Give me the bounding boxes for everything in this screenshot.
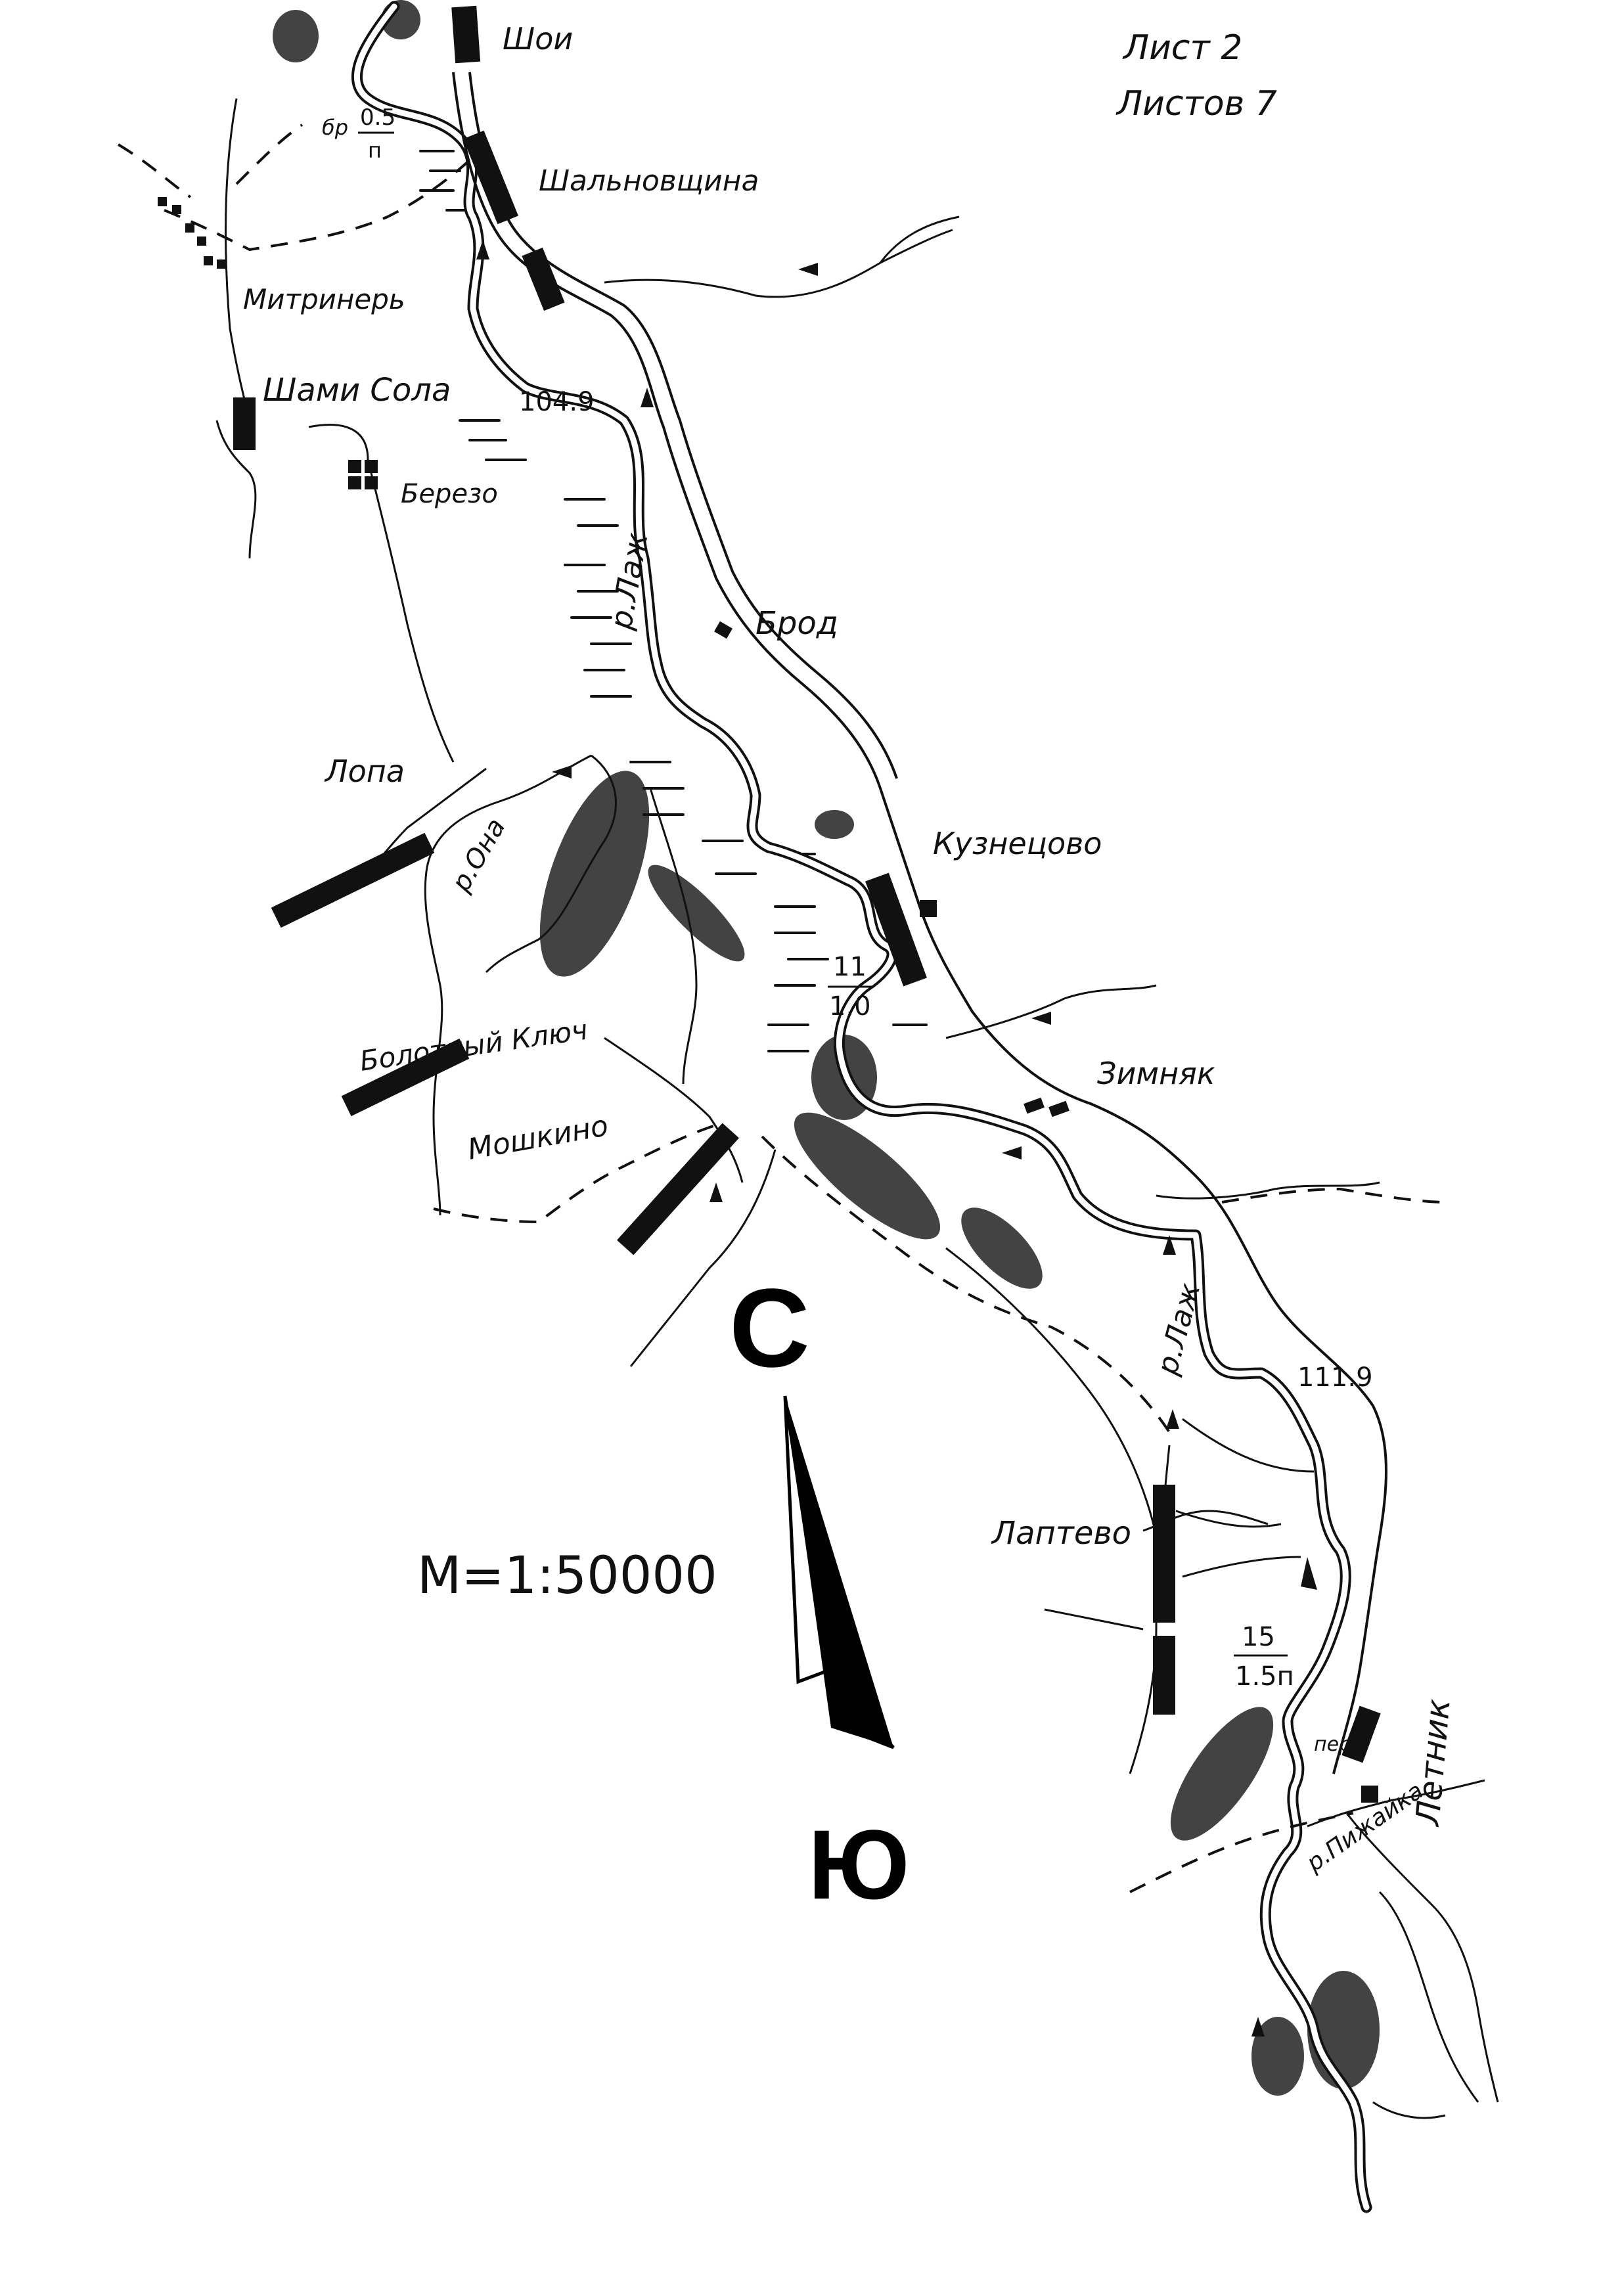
label-river-ona: р.Она <box>445 813 511 897</box>
sheet-number: Лист 2 <box>1122 28 1242 68</box>
label-shalnovshchina: Шальновщина <box>539 164 759 198</box>
forest-patch <box>961 1207 1043 1289</box>
label-bolotny-klyuch: Болотный Ключ <box>358 1014 590 1077</box>
forest-patch <box>1170 1707 1274 1841</box>
compass-south-letter: Ю <box>808 1809 910 1920</box>
label-berezo: Березо <box>401 479 498 509</box>
compass-north-letter: С <box>729 1266 810 1391</box>
map-scale: M=1:50000 <box>417 1546 717 1606</box>
elevation-111-9: 111.9 <box>1297 1362 1373 1393</box>
forest-patch <box>794 1112 941 1240</box>
ford-depth: п <box>368 138 382 163</box>
river-ona-line <box>424 754 592 1216</box>
tracks <box>117 124 1446 1893</box>
settlement-blocks <box>158 5 1381 1803</box>
label-lopa: Лопа <box>324 754 405 789</box>
label-mitrinyer: Митринерь <box>243 283 405 315</box>
label-kuznetsovo: Кузнецово <box>933 826 1102 861</box>
forest-patch <box>815 810 854 839</box>
sheet-total: Листов 7 <box>1115 84 1277 124</box>
label-shoi: Шои <box>503 21 573 56</box>
compass-arrow <box>783 1395 895 1749</box>
label-brod: Брод <box>755 605 838 642</box>
label-letnik: Летник <box>1408 1698 1458 1828</box>
forest-patch <box>539 771 650 977</box>
label-shami-sola: Шами Сола <box>263 372 451 409</box>
label-zimnyak: Зимняк <box>1097 1056 1215 1091</box>
label-laptevo: Лаптево <box>991 1515 1131 1552</box>
ferry-label: пер <box>1314 1733 1351 1756</box>
forest-patch <box>273 10 319 62</box>
ford-width: 11 <box>833 952 867 982</box>
ford-depth: 1.0 <box>829 991 871 1022</box>
ford-width: 0.5 <box>360 104 395 131</box>
ford-prefix: бр <box>322 115 348 140</box>
label-moshkino: Мошкино <box>465 1109 611 1167</box>
forest-patch <box>648 865 745 962</box>
ford-width: 15 <box>1242 1622 1275 1652</box>
ford-depth: 1.5п <box>1235 1661 1294 1692</box>
elevation-104-9: 104.9 <box>519 387 595 417</box>
river-lazh <box>351 1 1372 2213</box>
swamp-hatching <box>419 150 928 1052</box>
flow-arrows <box>476 240 1317 2037</box>
